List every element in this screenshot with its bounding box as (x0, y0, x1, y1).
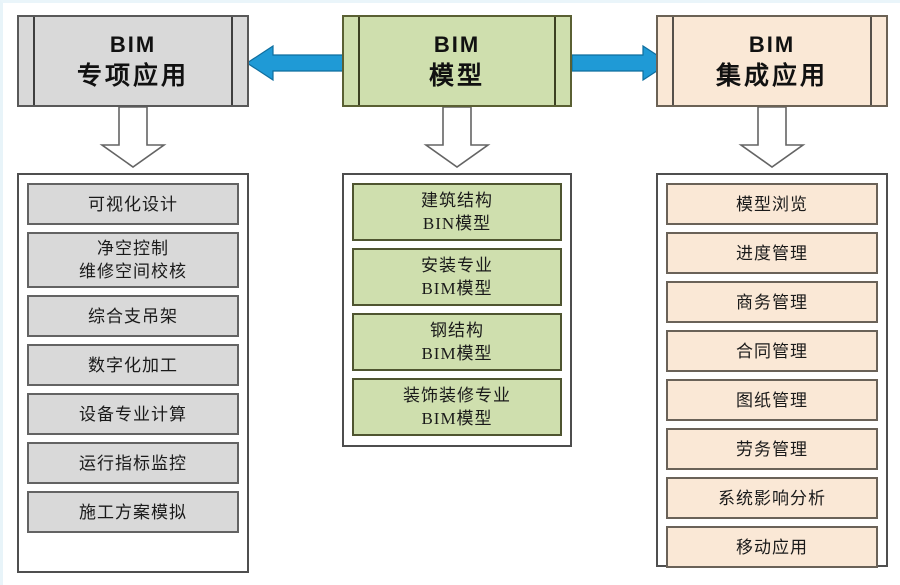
item-line1: 合同管理 (736, 341, 808, 361)
item-line2: BIM模型 (421, 279, 493, 298)
item-line2: BIN模型 (422, 214, 492, 233)
plate-line-right-icon (554, 17, 556, 105)
item-line1: 图纸管理 (736, 390, 808, 410)
list-item[interactable]: 钢结构 BIM模型 (352, 313, 562, 371)
list-item[interactable]: 施工方案模拟 (27, 491, 239, 533)
item-line2: 维修空间校核 (79, 262, 187, 281)
item-line1: 运行指标监控 (79, 453, 187, 473)
header-bim-integrated-application[interactable]: BIM 集成应用 (656, 15, 888, 107)
header-line1: BIM (109, 32, 157, 57)
plate-line-left-icon (33, 17, 35, 105)
header-bim-special-application[interactable]: BIM 专项应用 (17, 15, 249, 107)
list-item[interactable]: 模型浏览 (666, 183, 878, 225)
header-line2: 专项应用 (76, 62, 189, 90)
list-item[interactable]: 可视化设计 (27, 183, 239, 225)
list-integrated-application: 模型浏览 进度管理 商务管理 合同管理 图纸管理 劳务管理 系统影响分析 移动应… (656, 173, 888, 568)
list-item[interactable]: 净空控制 维修空间校核 (27, 232, 239, 288)
column-bim-model: BIM 模型 建筑结构 BIN模型 安装专业 BIM模型 钢结构 BIM模型 装… (342, 15, 572, 447)
list-item[interactable]: 设备专业计算 (27, 393, 239, 435)
list-item[interactable]: 综合支吊架 (27, 295, 239, 337)
item-line1: 可视化设计 (88, 194, 178, 214)
plate-line-left-icon (672, 17, 674, 105)
item-line2: BIM模型 (421, 344, 493, 363)
list-item[interactable]: 建筑结构 BIN模型 (352, 183, 562, 241)
down-arrow-left (17, 107, 249, 173)
list-item[interactable]: 合同管理 (666, 330, 878, 372)
item-line1: 商务管理 (736, 292, 808, 312)
item-line1: 进度管理 (736, 243, 808, 263)
plate-line-left-icon (358, 17, 360, 105)
item-line1: 综合支吊架 (88, 306, 178, 326)
item-line2: BIM模型 (421, 409, 493, 428)
column-special-application: BIM 专项应用 可视化设计 净空控制 维修空间校核 综合支吊架 数字化加工 (17, 15, 249, 573)
plate-line-right-icon (231, 17, 233, 105)
item-line1: 数字化加工 (88, 355, 178, 375)
item-line1: 劳务管理 (736, 439, 808, 459)
header-bim-model[interactable]: BIM 模型 (342, 15, 572, 107)
item-line1: 装饰装修专业 (403, 386, 511, 405)
column-integrated-application: BIM 集成应用 模型浏览 进度管理 商务管理 合同管理 图纸管理 (656, 15, 888, 568)
item-line1: 建筑结构 (421, 191, 493, 210)
down-arrow-right (656, 107, 888, 173)
plate-line-right-icon (870, 17, 872, 105)
list-special-application: 可视化设计 净空控制 维修空间校核 综合支吊架 数字化加工 设备专业计算 运行指… (17, 173, 249, 573)
list-item[interactable]: 商务管理 (666, 281, 878, 323)
item-line1: 模型浏览 (736, 194, 808, 214)
item-line1: 移动应用 (736, 537, 808, 557)
item-line1: 施工方案模拟 (79, 502, 187, 522)
item-line1: 安装专业 (421, 256, 493, 275)
item-line1: 钢结构 (430, 321, 484, 340)
header-line1: BIM (748, 32, 796, 57)
blue-arrow-right (571, 44, 669, 82)
list-item[interactable]: 劳务管理 (666, 428, 878, 470)
list-item[interactable]: 数字化加工 (27, 344, 239, 386)
down-arrow-mid (342, 107, 572, 173)
list-item[interactable]: 装饰装修专业 BIM模型 (352, 378, 562, 436)
list-item[interactable]: 系统影响分析 (666, 477, 878, 519)
list-item[interactable]: 安装专业 BIM模型 (352, 248, 562, 306)
blue-arrow-left (247, 44, 345, 82)
list-item[interactable]: 进度管理 (666, 232, 878, 274)
header-line1: BIM (433, 32, 481, 57)
header-line2: 模型 (428, 62, 485, 90)
list-bim-model: 建筑结构 BIN模型 安装专业 BIM模型 钢结构 BIM模型 装饰装修专业 B… (342, 173, 572, 447)
list-item[interactable]: 图纸管理 (666, 379, 878, 421)
list-item[interactable]: 运行指标监控 (27, 442, 239, 484)
item-line1: 系统影响分析 (718, 488, 826, 508)
item-line1: 净空控制 (97, 239, 169, 258)
list-item[interactable]: 移动应用 (666, 526, 878, 568)
header-line2: 集成应用 (715, 62, 828, 90)
item-line1: 设备专业计算 (79, 404, 187, 424)
